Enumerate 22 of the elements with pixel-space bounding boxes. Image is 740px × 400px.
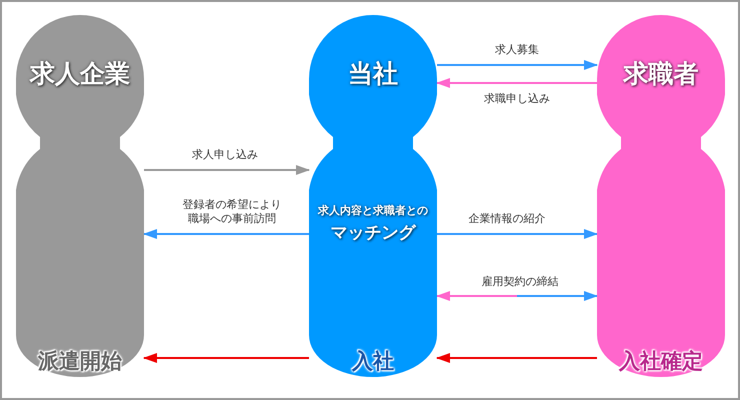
edge-label: 登録者の希望により職場への事前訪問 bbox=[182, 198, 282, 226]
arrow bbox=[437, 60, 598, 70]
arrow bbox=[436, 78, 597, 88]
arrow bbox=[143, 229, 309, 239]
edge-label: 求人募集 bbox=[495, 43, 539, 57]
edge-label: 求人申し込み bbox=[192, 148, 258, 162]
edge-label: 企業情報の紹介 bbox=[468, 212, 546, 226]
edge-label: 雇用契約の締結 bbox=[482, 275, 558, 289]
figure-label: 求人企業 bbox=[30, 58, 130, 90]
figure-label: 派遣開始 bbox=[38, 348, 122, 375]
figure-label: 入社確定 bbox=[619, 348, 703, 375]
edge-label: 求職申し込み bbox=[484, 92, 550, 106]
arrow bbox=[436, 291, 598, 301]
arrow bbox=[144, 165, 310, 175]
figure-label: 求人内容と求職者との bbox=[318, 203, 428, 218]
arrow bbox=[143, 353, 309, 363]
figure-label: 求職者 bbox=[624, 58, 698, 90]
figure-label: マッチング bbox=[330, 222, 416, 244]
figure-label: 入社 bbox=[352, 348, 394, 375]
figure-label: 当社 bbox=[348, 58, 398, 90]
arrow bbox=[437, 229, 598, 239]
arrow bbox=[436, 353, 597, 363]
